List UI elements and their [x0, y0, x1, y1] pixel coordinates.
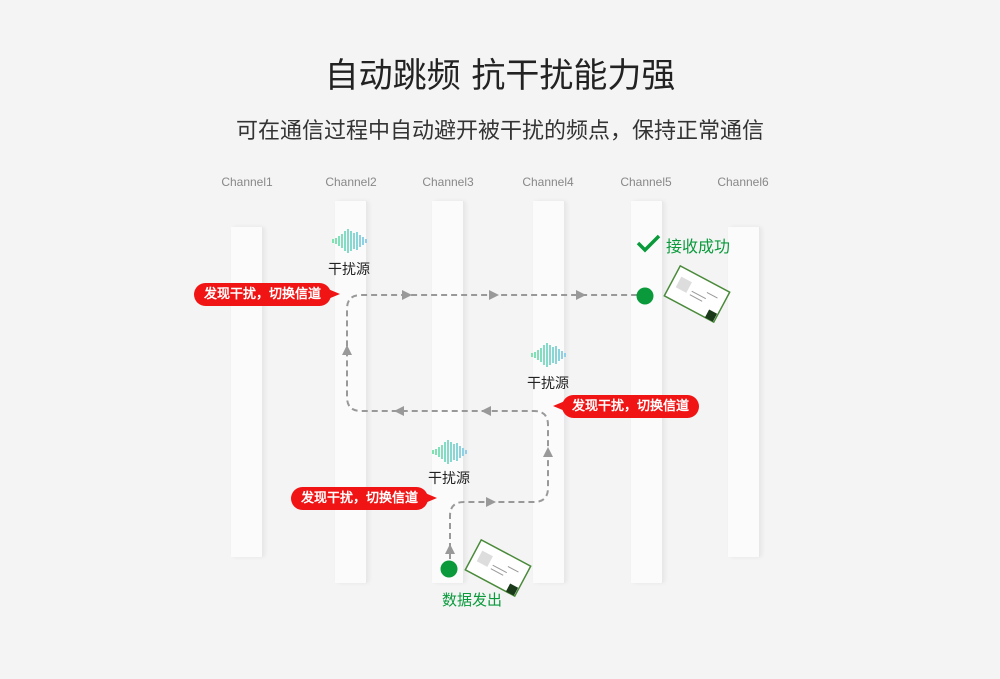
channel-6-column: [728, 227, 760, 557]
receive-success-label: 接收成功: [666, 237, 731, 256]
check-icon: [636, 234, 661, 253]
channel-4-column: [533, 201, 565, 583]
channel-2-column: [335, 201, 367, 583]
rf-module-icon: [464, 539, 532, 597]
switch-channel-bubble: 发现干扰，切换信道: [194, 283, 341, 306]
page-title: 自动跳频 抗干扰能力强: [324, 56, 676, 96]
channel-label: Channel4: [522, 175, 574, 189]
channel-label: Channel5: [620, 175, 672, 189]
receiver-dot: [636, 287, 654, 305]
page-subtitle: 可在通信过程中自动避开被干扰的频点，保持正常通信: [235, 119, 764, 144]
channel-5-column: [631, 201, 663, 583]
switch-channel-bubble: 发现干扰，切换信道: [552, 395, 700, 418]
data-sent-label: 数据发出: [442, 591, 503, 609]
channel-label: Channel6: [717, 175, 769, 189]
sender-dot: [440, 560, 458, 578]
interference-label: 干扰源: [428, 471, 470, 487]
interference-wave-icon: [328, 228, 370, 254]
channel-label: Channel2: [325, 175, 377, 189]
interference-wave-icon: [527, 342, 569, 368]
interference-label: 干扰源: [527, 376, 569, 392]
interference-wave-icon: [428, 439, 470, 465]
rf-module-icon: [663, 265, 731, 323]
channel-label: Channel1: [221, 175, 273, 189]
channel-label: Channel3: [422, 175, 474, 189]
switch-channel-bubble: 发现干扰，切换信道: [291, 487, 438, 510]
channel-1-column: [231, 227, 263, 557]
interference-label: 干扰源: [328, 262, 370, 278]
channel-3-column: [432, 201, 464, 583]
